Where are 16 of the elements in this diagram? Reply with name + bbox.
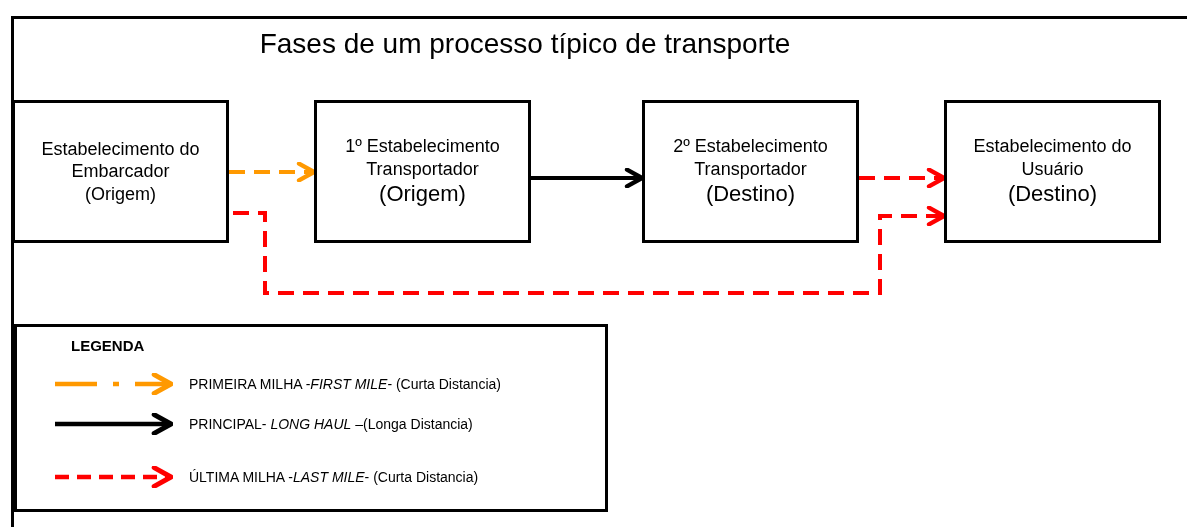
box-label: Estabelecimento do Usuário	[972, 135, 1133, 181]
legend-text: ÚLTIMA MILHA -LAST MILE- (Curta Distancia)	[189, 469, 479, 485]
box-sublabel: (Destino)	[1007, 180, 1098, 208]
process-box	[642, 100, 859, 243]
legend-text: PRINCIPAL- LONG HAUL –(Longa Distancia)	[189, 416, 473, 432]
process-box	[12, 100, 229, 243]
box-label: 2º Estabelecimento Transportador	[672, 135, 829, 181]
legend-title: LEGENDA	[71, 337, 145, 354]
diagram-title: Fases de um processo típico de transporte	[258, 28, 792, 60]
box-label: Estabelecimento do Embarcador (Origem)	[40, 137, 201, 206]
box-sublabel: (Destino)	[705, 180, 796, 208]
box-sublabel: (Origem)	[379, 180, 466, 208]
legend-text: PRIMEIRA MILHA -FIRST MILE- (Curta Distancia)	[189, 376, 501, 392]
process-box	[314, 100, 531, 243]
box-label: 1º Estabelecimento Transportador	[344, 135, 501, 181]
process-box	[944, 100, 1161, 243]
